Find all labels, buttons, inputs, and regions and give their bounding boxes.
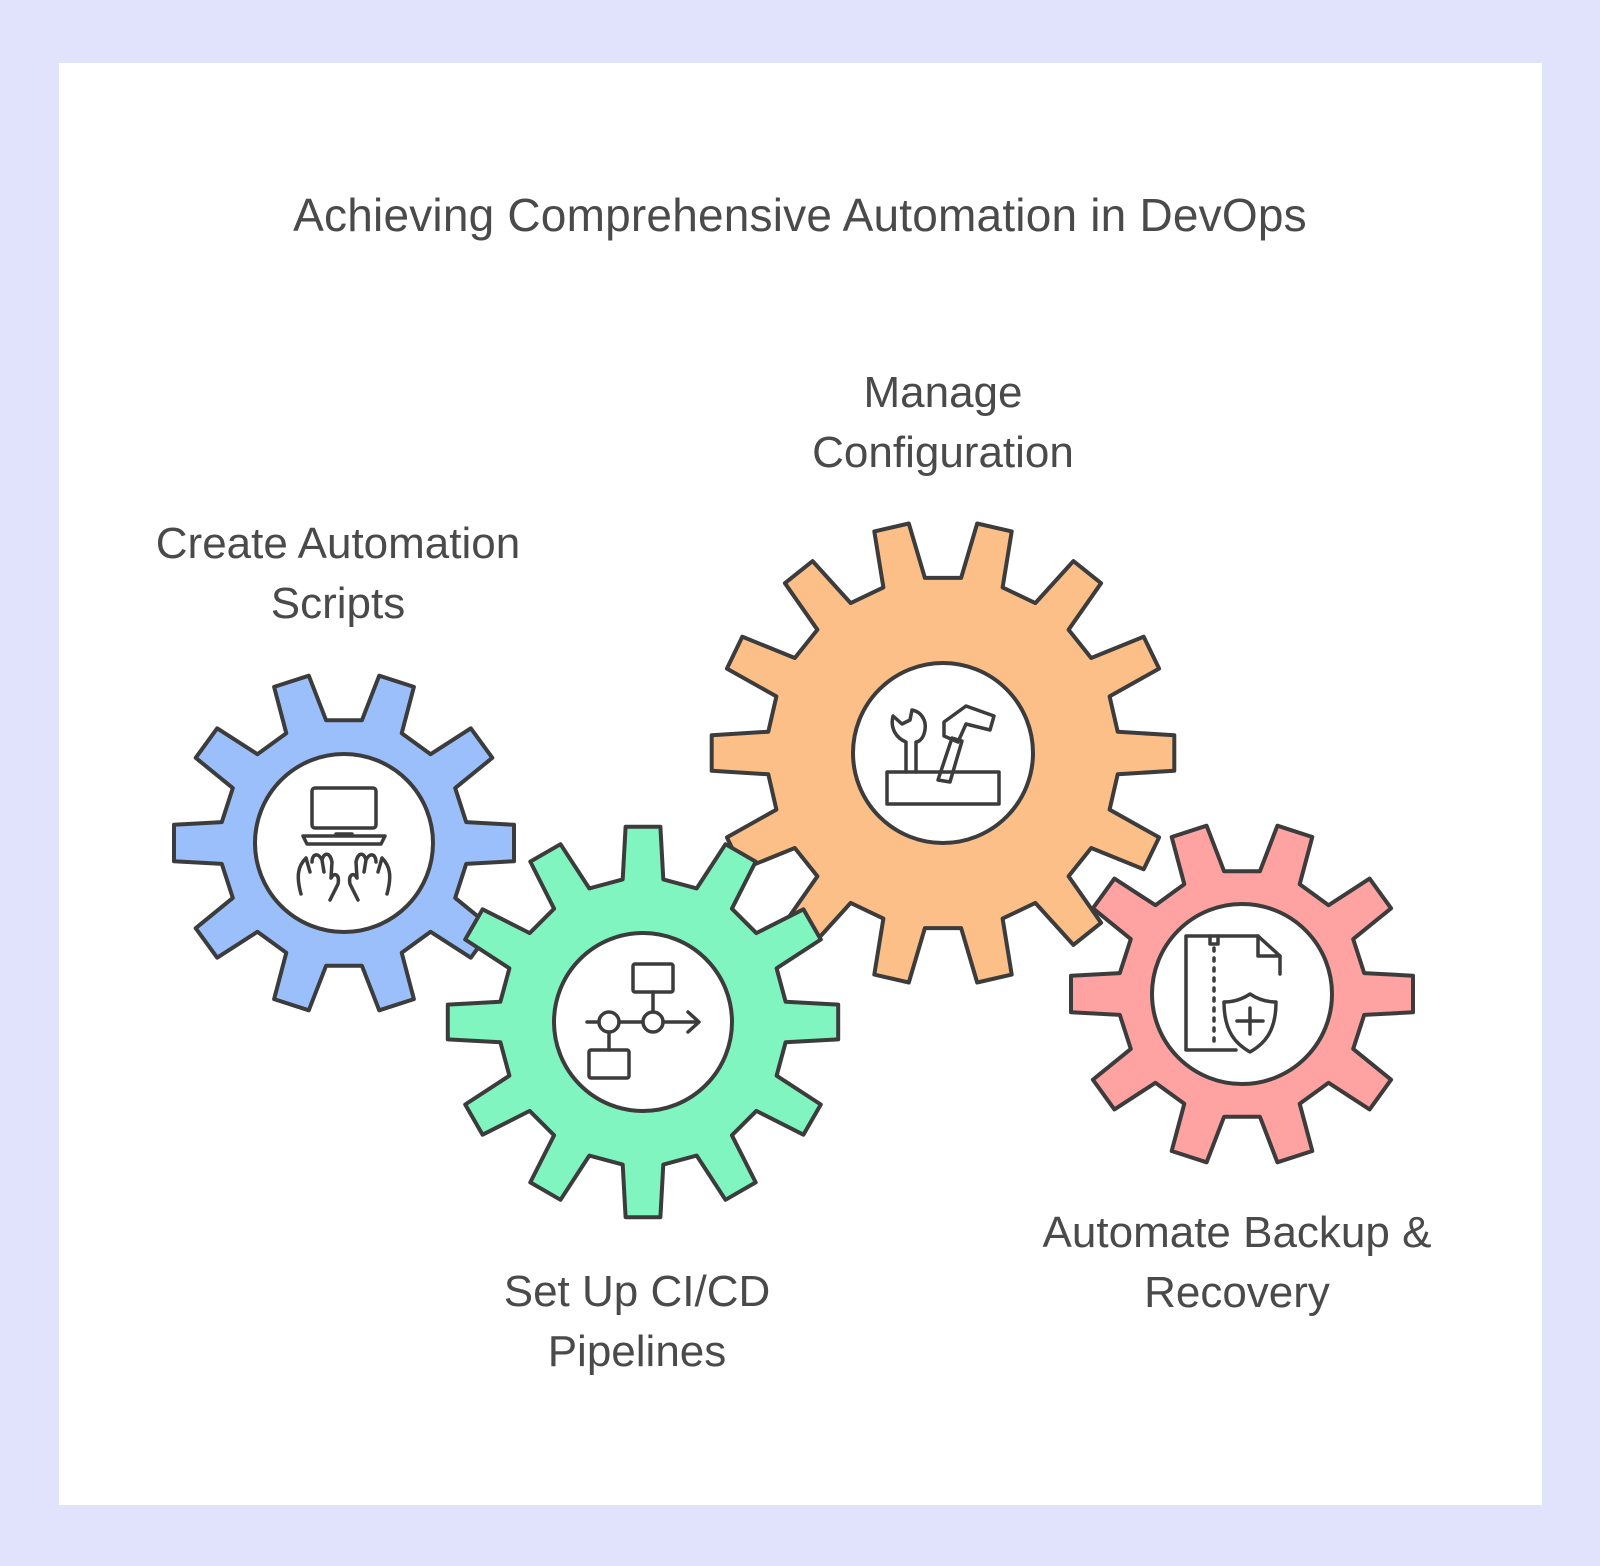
gear-manage-configuration bbox=[709, 521, 1177, 985]
gear-setup-cicd bbox=[445, 824, 841, 1220]
toolbox-icon bbox=[885, 704, 1001, 806]
step-label-setup-cicd: Set Up CI/CD Pipelines bbox=[504, 1262, 771, 1382]
step-label-backup-recovery: Automate Backup & Recovery bbox=[1043, 1203, 1432, 1323]
gear-create-scripts bbox=[172, 673, 516, 1013]
step-label-create-scripts: Create Automation Scripts bbox=[156, 514, 520, 634]
step-label-line: Recovery bbox=[1144, 1268, 1330, 1317]
step-label-line: Pipelines bbox=[547, 1327, 727, 1376]
laptop-typing-icon bbox=[296, 786, 392, 902]
step-label-manage-configuration: Manage Configuration bbox=[812, 363, 1074, 483]
step-label-line: Set Up CI/CD bbox=[503, 1267, 771, 1316]
pipeline-flowchart-icon bbox=[585, 962, 701, 1080]
step-label-line: Configuration bbox=[812, 428, 1074, 477]
step-label-line: Scripts bbox=[270, 579, 406, 628]
diagram-title: Achieving Comprehensive Automation in De… bbox=[293, 189, 1307, 241]
step-label-line: Create Automation bbox=[155, 519, 521, 568]
backup-shield-icon bbox=[1184, 934, 1282, 1054]
step-label-line: Manage bbox=[863, 368, 1023, 417]
step-label-line: Automate Backup & bbox=[1042, 1208, 1432, 1257]
gear-backup-recovery bbox=[1069, 823, 1415, 1165]
